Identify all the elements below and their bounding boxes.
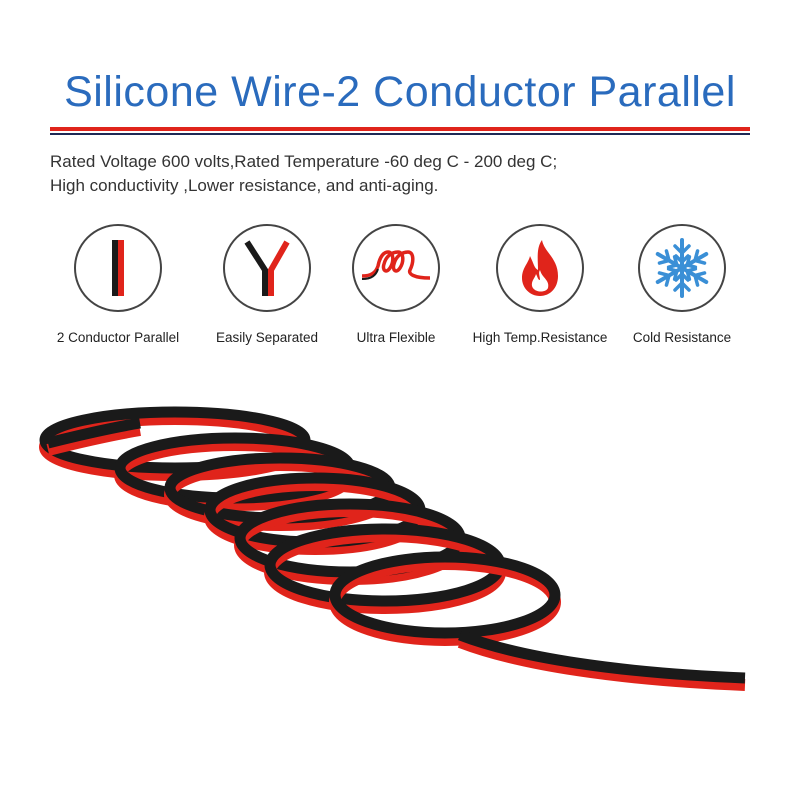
feature-separated: Easily Separated (192, 224, 342, 345)
feature-label: Cold Resistance (632, 330, 732, 345)
feature-parallel: 2 Conductor Parallel (43, 224, 193, 345)
flame-icon (496, 224, 584, 312)
feature-flexible: Ultra Flexible (321, 224, 471, 345)
description: Rated Voltage 600 volts,Rated Temperatur… (50, 150, 750, 198)
feature-label: Ultra Flexible (356, 330, 436, 345)
snowflake-icon (638, 224, 726, 312)
coil-icon (352, 224, 440, 312)
title-underline-red (50, 127, 750, 131)
description-line-1: Rated Voltage 600 volts,Rated Temperatur… (50, 152, 558, 171)
title-underline-dark (50, 133, 750, 135)
feature-label: Easily Separated (215, 330, 319, 345)
y-split-icon (223, 224, 311, 312)
coiled-cable-image (39, 406, 746, 691)
feature-label: 2 Conductor Parallel (56, 330, 180, 345)
feature-cold: Cold Resistance (607, 224, 757, 345)
feature-high-temp: High Temp.Resistance (465, 224, 615, 345)
page-title: Silicone Wire-2 Conductor Parallel (64, 68, 736, 116)
parallel-wires-icon (74, 224, 162, 312)
feature-label: High Temp.Resistance (472, 330, 608, 345)
description-line-2: High conductivity ,Lower resistance, and… (50, 176, 439, 195)
